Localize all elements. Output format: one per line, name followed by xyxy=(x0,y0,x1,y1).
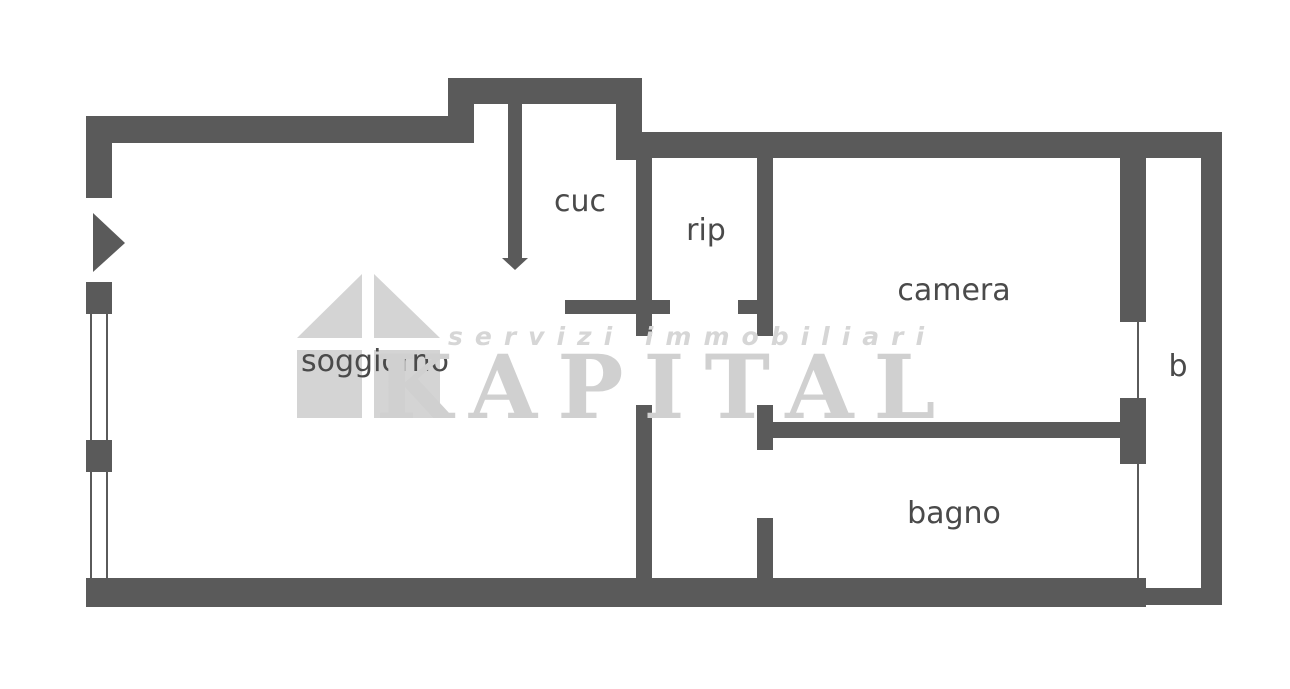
wall-camera-bagno xyxy=(757,422,1129,438)
room-label-ripostiglio: rip xyxy=(686,213,726,248)
windows xyxy=(90,314,1139,578)
walls xyxy=(86,78,1222,607)
entrance-arrow-icon xyxy=(93,213,125,272)
wall-camera-right xyxy=(1120,132,1146,322)
wall-bottom xyxy=(86,578,1146,607)
wall-cuc-rip xyxy=(636,158,652,336)
room-label-soggiorno: soggiorno xyxy=(301,344,449,379)
wall-kitchen-tip xyxy=(502,258,528,270)
room-label-balcone: b xyxy=(1168,349,1187,384)
wall-left-pier-1 xyxy=(86,282,112,314)
wall-balcony-right xyxy=(1201,132,1222,605)
house-logo-icon xyxy=(297,274,440,418)
wall-kitchen-partition xyxy=(508,104,522,260)
wall-left-pier-2 xyxy=(86,440,112,472)
watermark-tagline: servizi immobiliari xyxy=(448,322,936,351)
wall-rip-camera xyxy=(757,158,773,336)
wall-stub-1 xyxy=(565,300,670,314)
wall-left-upper xyxy=(86,116,112,198)
wall-kitchen-top xyxy=(448,78,642,104)
watermark-brand: KAPITAL xyxy=(376,335,955,439)
room-label-camera: camera xyxy=(897,273,1010,308)
room-label-bagno: bagno xyxy=(907,496,1001,531)
wall-balcony-bottom xyxy=(1140,588,1222,605)
wall-top-left xyxy=(86,116,474,143)
wall-soggiorno-right xyxy=(636,405,652,583)
wall-bagno-jamb xyxy=(757,518,773,580)
room-label-cucina: cuc xyxy=(554,184,606,219)
wall-camera-bagno-end xyxy=(757,405,773,450)
wall-camera-right-mid xyxy=(1120,398,1146,464)
